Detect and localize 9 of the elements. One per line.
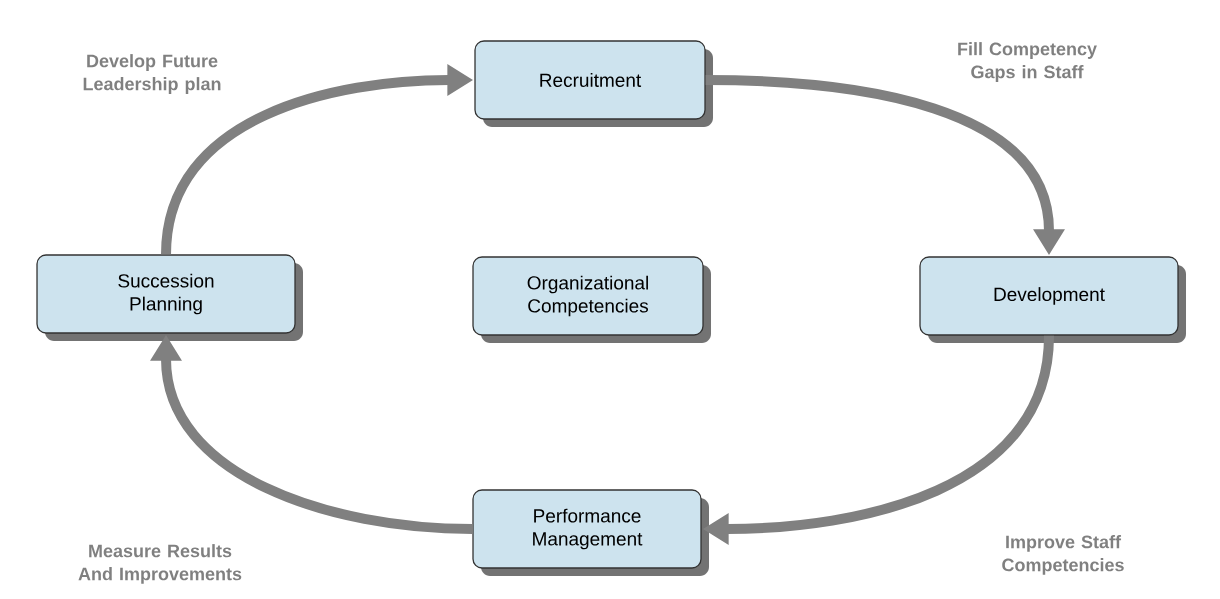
process-box: Recruitment: [474, 40, 713, 127]
edge-label: Measure Results And Improvements: [78, 544, 242, 584]
process-box: Succession Planning: [36, 254, 303, 341]
edge-label: Develop Future Leadership plan: [83, 54, 221, 94]
edge-label: Fill Competency Gaps in Staff: [958, 42, 1097, 82]
edge-label: Improve Staff Competencies: [1002, 535, 1124, 575]
process-box: Development: [919, 256, 1186, 343]
process-box: Performance Management: [472, 489, 709, 576]
process-box: Organizational Competencies: [472, 256, 711, 343]
